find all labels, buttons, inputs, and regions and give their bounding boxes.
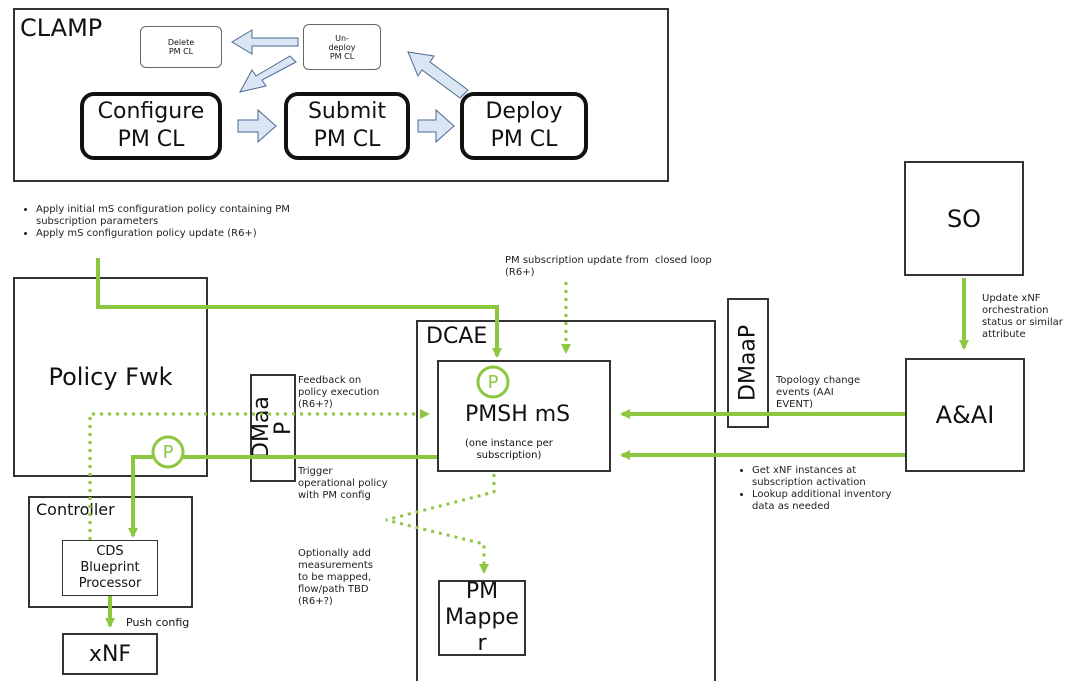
policy-marker-left: [151, 435, 185, 469]
policy-fwk-box[interactable]: Policy Fwk: [13, 277, 208, 477]
policy-to-pmsh-line: [96, 258, 502, 358]
optional-measurements-note: Optionally add measurements to be mapped…: [298, 548, 373, 607]
trigger-to-pm-mapper-dotted: [385, 474, 496, 574]
delete-pm-cl-box[interactable]: Delete PM CL: [140, 26, 222, 68]
arrow-deploy-to-undeploy: [407, 51, 469, 99]
cds-label: CDS Blueprint Processor: [78, 544, 142, 591]
pmsh-to-cds-line: [128, 455, 437, 538]
pm-mapper-label: PM Mappe r: [445, 579, 519, 656]
green-solid-connectors: [96, 258, 969, 628]
pm-mapper-box[interactable]: PM Mappe r: [438, 579, 526, 656]
submit-pm-cl-box[interactable]: Submit PM CL: [284, 92, 410, 160]
policy-notes-list: Apply initial mS configuration policy co…: [22, 204, 326, 240]
policy-fwk-label: Policy Fwk: [48, 363, 173, 391]
pmsh-ms-box[interactable]: [437, 360, 611, 472]
configure-pm-cl-label: Configure PM CL: [97, 99, 205, 152]
delete-pm-cl-label: Delete PM CL: [167, 38, 195, 56]
so-box[interactable]: SO: [904, 161, 1024, 276]
dmaap-left-box[interactable]: [250, 374, 296, 482]
controller-label: Controller: [36, 500, 115, 519]
undeploy-pm-cl-box[interactable]: Un- deploy PM CL: [303, 24, 381, 70]
pmsh-subtitle: (one instance per subscription): [465, 438, 553, 461]
deploy-pm-cl-box[interactable]: Deploy PM CL: [460, 92, 588, 160]
arrow-undeploy-to-delete: [231, 29, 299, 55]
pmsh-title: PMSH mS: [465, 402, 571, 427]
clamp-flow-arrows: [231, 29, 469, 144]
cds-blueprint-processor-box[interactable]: CDS Blueprint Processor: [62, 540, 158, 596]
feedback-dotted: [88, 409, 430, 540]
green-dotted-connectors: [88, 282, 571, 574]
policy-marker-left-label: P: [162, 441, 174, 463]
aai-box[interactable]: A&AI: [905, 358, 1025, 472]
policy-marker-top-label: P: [487, 371, 499, 393]
aai-note-item: Lookup additional inventory data as need…: [752, 489, 892, 513]
xnf-box[interactable]: xNF: [62, 633, 158, 675]
dmaap-right-box[interactable]: [727, 298, 769, 428]
configure-pm-cl-box[interactable]: Configure PM CL: [80, 92, 222, 160]
policy-note-item: Apply mS configuration policy update (R6…: [36, 228, 326, 240]
aai-notes-list: Get xNF instances at subscription activa…: [738, 465, 892, 513]
so-label: SO: [946, 204, 982, 233]
aai-note-item: Get xNF instances at subscription activa…: [752, 465, 892, 489]
topology-change-note: Topology change events (AAI EVENT): [776, 375, 861, 410]
arrow-configure-to-submit: [237, 108, 277, 144]
aai-label: A&AI: [935, 401, 995, 429]
undeploy-pm-cl-label: Un- deploy PM CL: [328, 33, 356, 61]
policy-marker-top: [476, 365, 510, 399]
clamp-title: CLAMP: [20, 14, 103, 42]
policy-note-item: Apply initial mS configuration policy co…: [36, 204, 326, 228]
xnf-label: xNF: [88, 641, 132, 667]
so-update-note: Update xNF orchestration status or simil…: [982, 293, 1063, 340]
submit-pm-cl-label: Submit PM CL: [307, 99, 387, 152]
push-config-note: Push config: [126, 616, 190, 629]
feedback-note: Feedback on policy execution (R6+?): [298, 375, 380, 410]
deploy-pm-cl-label: Deploy PM CL: [485, 99, 563, 152]
trigger-note: Trigger operational policy with PM confi…: [298, 466, 388, 501]
pm-subscription-update-note: PM subscription update from closed loop …: [505, 255, 712, 278]
arrow-submit-to-deploy: [417, 108, 455, 144]
arrow-undeploy-to-configure: [239, 55, 297, 93]
dcae-label: DCAE: [426, 324, 488, 349]
